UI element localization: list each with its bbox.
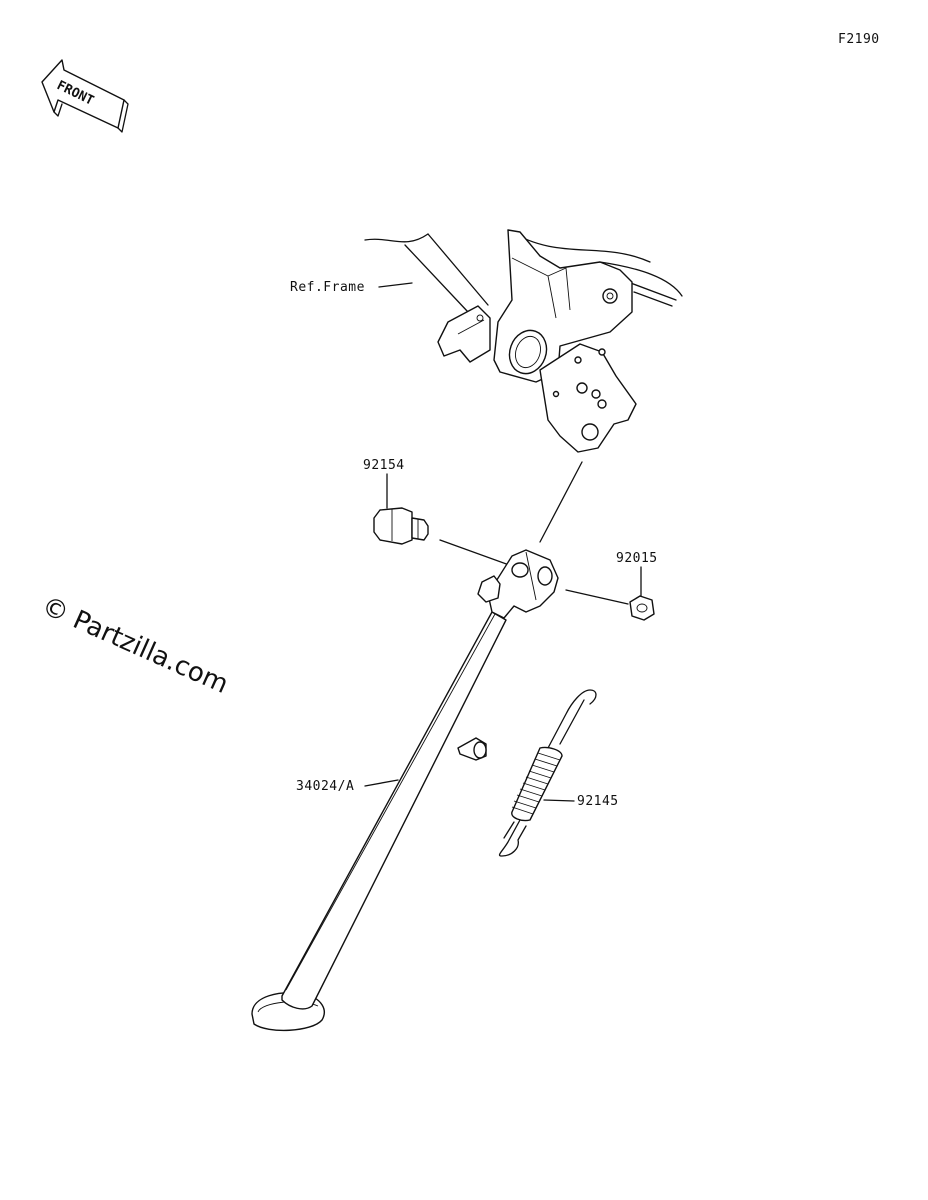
label-nut: 92015 [616,551,658,566]
assembly-line-nut [565,589,629,605]
bolt-92154 [373,507,429,545]
frame-assembly [364,229,683,453]
label-spring: 92145 [577,794,619,809]
side-stand-34024 [251,549,559,1032]
watermark: © Partzilla.com [37,591,232,700]
label-stand: 34024/A [296,779,354,794]
assembly-line-bolt [439,539,513,567]
nut-92015 [629,595,655,621]
diagram-code: F2190 [838,32,880,47]
spring-92145 [498,689,597,857]
assembly-line-bracket [539,461,583,543]
label-bolt: 92154 [363,458,405,473]
label-ref-frame: Ref.Frame [290,280,365,295]
front-arrow-icon: FRONT [41,59,129,133]
